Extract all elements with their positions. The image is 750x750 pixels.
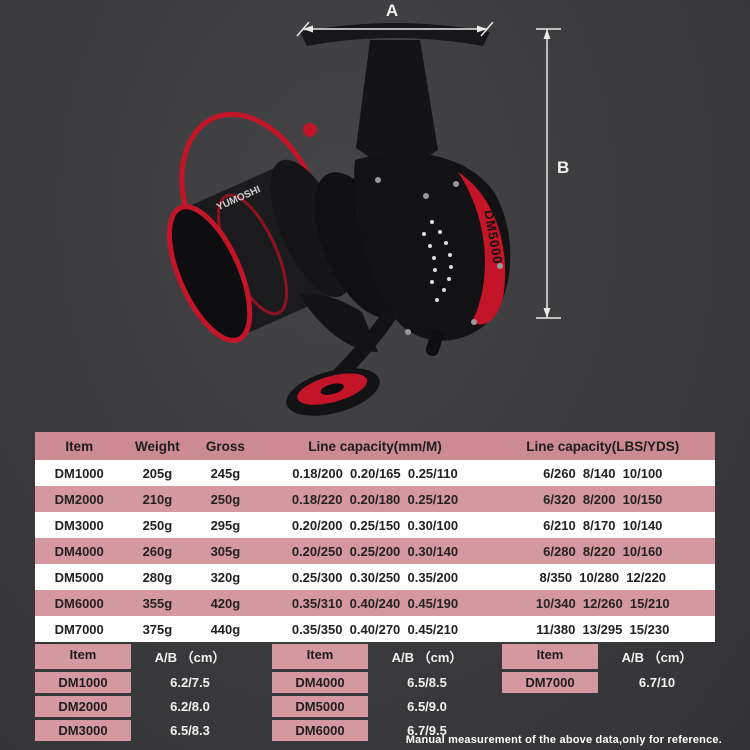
cell-item: DM4000 bbox=[35, 538, 124, 564]
disclaimer-note: Manual measurement of the above data,onl… bbox=[405, 734, 722, 746]
size-cell-ab: 6.2/7.5 bbox=[170, 675, 210, 690]
cell-line-lbs: 6/320 8/200 10/150 bbox=[490, 486, 715, 512]
cell-item: DM3000 bbox=[35, 512, 124, 538]
col-header-weight: Weight bbox=[123, 432, 192, 460]
handle-knob bbox=[286, 368, 380, 416]
cell-weight: 250g bbox=[123, 512, 192, 538]
cell-item: DM2000 bbox=[35, 486, 124, 512]
cell-gross: 305g bbox=[191, 538, 260, 564]
cell-weight: 375g bbox=[123, 616, 192, 642]
rotor-arm bbox=[300, 293, 378, 352]
dimension-a: A bbox=[296, 1, 494, 37]
cell-gross: 320g bbox=[191, 564, 260, 590]
cell-line-mm: 0.20/200 0.25/150 0.30/100 bbox=[259, 512, 491, 538]
cell-gross: 440g bbox=[191, 616, 260, 642]
dimension-b: B bbox=[536, 28, 569, 319]
col-header-line-lbs: Line capacity(LBS/YDS) bbox=[490, 432, 715, 460]
spec-table: Item Weight Gross Line capacity(mm/M) Li… bbox=[35, 432, 715, 642]
dimension-a-label: A bbox=[386, 1, 398, 20]
size-cell-ab: 6.7/9.5 bbox=[407, 723, 447, 738]
size-table-1: Item A/B （cm） DM1000 6.2/7.5 DM2000 6.2/… bbox=[35, 644, 249, 741]
cell-line-mm: 0.20/250 0.25/200 0.30/140 bbox=[259, 538, 491, 564]
cell-weight: 205g bbox=[123, 460, 192, 486]
line-roller bbox=[303, 123, 317, 137]
handle-arm bbox=[332, 290, 408, 382]
cell-line-mm: 0.25/300 0.30/250 0.35/200 bbox=[259, 564, 491, 590]
cell-gross: 245g bbox=[191, 460, 260, 486]
size-header-ab: A/B （cm） bbox=[154, 650, 226, 665]
cell-item: DM5000 bbox=[35, 564, 124, 590]
cell-item: DM1000 bbox=[35, 460, 124, 486]
size-cell-item: DM3000 bbox=[35, 720, 131, 741]
cell-line-mm: 0.35/350 0.40/270 0.45/210 bbox=[259, 616, 491, 642]
cell-item: DM6000 bbox=[35, 590, 124, 616]
size-header-item: Item bbox=[35, 644, 131, 669]
table-row: DM4000 260g 305g 0.20/250 0.25/200 0.30/… bbox=[35, 538, 715, 564]
cell-line-lbs: 8/350 10/280 12/220 bbox=[490, 564, 715, 590]
cell-line-lbs: 10/340 12/260 15/210 bbox=[490, 590, 715, 616]
size-cell-item: DM2000 bbox=[35, 696, 131, 717]
size-cell-ab: 6.5/8.3 bbox=[170, 723, 210, 738]
cell-line-lbs: 11/380 13/295 15/230 bbox=[490, 616, 715, 642]
table-row: DM3000 250g 295g 0.20/200 0.25/150 0.30/… bbox=[35, 512, 715, 538]
screws bbox=[375, 177, 503, 335]
col-header-gross: Gross bbox=[191, 432, 260, 460]
reel-photo: YUMOSHI DM5000 bbox=[166, 1, 569, 416]
cell-item: DM7000 bbox=[35, 616, 124, 642]
table-row: DM5000 280g 320g 0.25/300 0.30/250 0.35/… bbox=[35, 564, 715, 590]
reel-stem bbox=[356, 40, 438, 176]
cell-gross: 250g bbox=[191, 486, 260, 512]
spool-front-flange bbox=[166, 204, 253, 343]
anti-reverse-switch bbox=[425, 330, 444, 356]
spec-header-row: Item Weight Gross Line capacity(mm/M) Li… bbox=[35, 432, 715, 460]
size-cell-item: DM7000 bbox=[502, 672, 598, 693]
reel-body bbox=[354, 152, 511, 341]
cell-line-mm: 0.35/310 0.40/240 0.45/190 bbox=[259, 590, 491, 616]
cell-weight: 210g bbox=[123, 486, 192, 512]
cell-line-lbs: 6/260 8/140 10/100 bbox=[490, 460, 715, 486]
cell-weight: 260g bbox=[123, 538, 192, 564]
cell-weight: 280g bbox=[123, 564, 192, 590]
size-cell-ab: 6.5/8.5 bbox=[407, 675, 447, 690]
cell-line-mm: 0.18/220 0.20/180 0.25/120 bbox=[259, 486, 491, 512]
cell-gross: 295g bbox=[191, 512, 260, 538]
size-header-item: Item bbox=[502, 644, 598, 669]
table-row: DM6000 355g 420g 0.35/310 0.40/240 0.45/… bbox=[35, 590, 715, 616]
dimension-b-label: B bbox=[557, 158, 569, 177]
size-cell-item: DM5000 bbox=[272, 696, 368, 717]
cell-line-lbs: 6/280 8/220 10/160 bbox=[490, 538, 715, 564]
size-header-item: Item bbox=[272, 644, 368, 669]
red-side-panel bbox=[458, 172, 506, 325]
table-row: DM2000 210g 250g 0.18/220 0.20/180 0.25/… bbox=[35, 486, 715, 512]
cell-gross: 420g bbox=[191, 590, 260, 616]
size-header-ab: A/B （cm） bbox=[621, 650, 693, 665]
reel-illustration: YUMOSHI DM5000 bbox=[166, 1, 569, 416]
table-row: DM7000 375g 440g 0.35/350 0.40/270 0.45/… bbox=[35, 616, 715, 642]
size-cell-ab: 6.7/10 bbox=[638, 675, 676, 690]
size-cell-ab: 6.5/9.0 bbox=[407, 699, 447, 714]
col-header-item: Item bbox=[35, 432, 124, 460]
size-cell-item: DM4000 bbox=[272, 672, 368, 693]
drag-dots bbox=[422, 220, 453, 302]
size-cell-item: DM1000 bbox=[35, 672, 131, 693]
size-header-ab: A/B （cm） bbox=[391, 650, 463, 665]
size-cell-ab: 6.2/8.0 bbox=[170, 699, 210, 714]
cell-line-mm: 0.18/200 0.20/165 0.25/110 bbox=[259, 460, 491, 486]
col-header-line-mm: Line capacity(mm/M) bbox=[259, 432, 491, 460]
table-row: DM1000 205g 245g 0.18/200 0.20/165 0.25/… bbox=[35, 460, 715, 486]
size-table-2: Item A/B （cm） DM4000 6.5/8.5 DM5000 6.5/… bbox=[272, 644, 486, 741]
cell-weight: 355g bbox=[123, 590, 192, 616]
cell-line-lbs: 6/210 8/170 10/140 bbox=[490, 512, 715, 538]
size-cell-item: DM6000 bbox=[272, 720, 368, 741]
size-table-3: Item A/B （cm） DM7000 6.7/10 bbox=[502, 644, 716, 693]
